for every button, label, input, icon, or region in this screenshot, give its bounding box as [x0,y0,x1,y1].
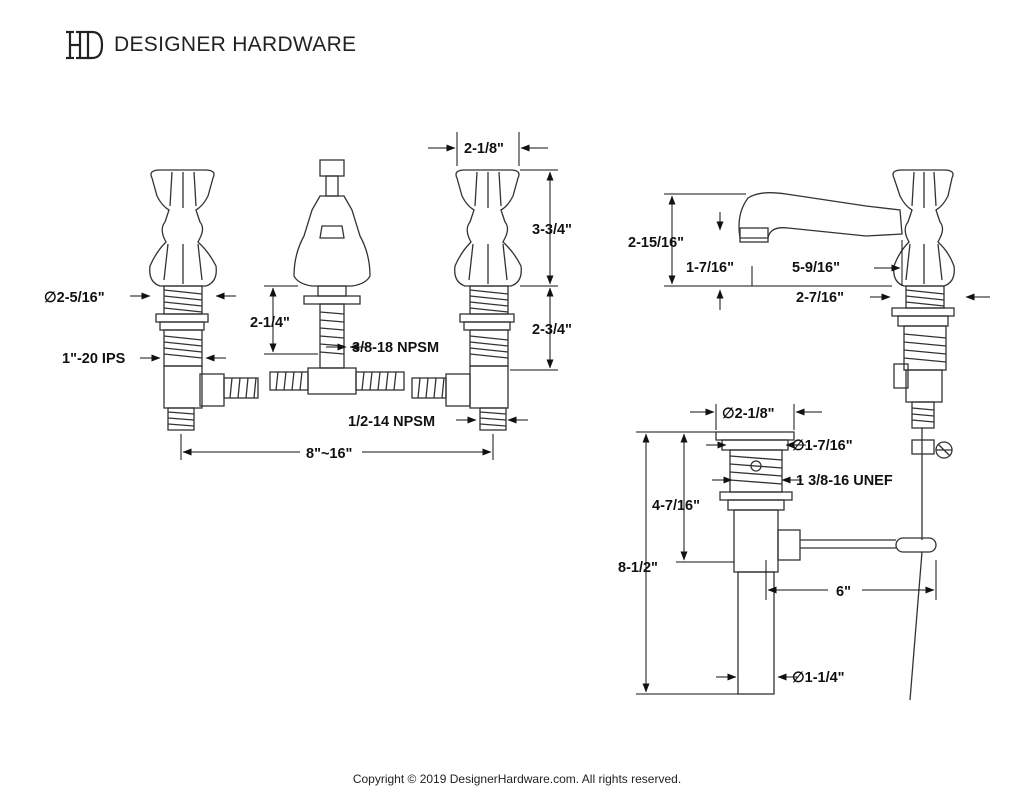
dim-lift-rod-length: 6" [836,584,851,600]
dim-shank-diameter: 2-7/16" [796,290,844,306]
dim-drain-total-height: 8-1/2" [618,560,658,576]
dim-spout-height: 2-15/16" [628,235,684,251]
dim-drain-flange-diameter: ∅2-1/8" [722,406,775,422]
dim-spout-riser-height: 2-1/4" [250,315,290,331]
dim-spout-thread: 3/8-18 NPSM [352,340,439,356]
front-view [149,159,522,431]
dim-drain-upper-height: 4-7/16" [652,498,700,514]
front-dimensions [130,132,558,460]
dim-outlet-thread: 1/2-14 NPSM [348,414,435,430]
dimension-labels: ∅2-5/16" 1"-20 IPS 2-1/4" 3/8-18 NPSM 2-… [44,141,893,686]
dim-drain-thread: 1 3/8-16 UNEF [796,473,893,489]
brand-name: DESIGNER HARDWARE [114,33,357,56]
dim-spout-base-offset: 1-7/16" [686,260,734,276]
left-handle [149,169,259,431]
dim-handle-height: 3-3/4" [532,222,572,238]
dim-spout-reach: 5-9/16" [792,260,840,276]
dim-tailpiece-diameter: ∅1-1/4" [792,670,845,686]
right-handle [411,169,522,431]
dim-handle-diameter: ∅2-5/16" [44,290,105,306]
pop-up-drain [715,431,937,695]
copyright-footer: Copyright © 2019 DesignerHardware.com. A… [352,772,682,786]
side-dimensions [636,193,990,695]
dim-handle-top-width: 2-1/8" [464,141,504,157]
dim-drain-body-diameter: ∅1-7/16" [792,438,853,454]
side-view [715,169,955,701]
dh-monogram-icon [66,30,104,60]
side-spout [738,192,903,243]
lift-rod [909,428,953,701]
center-spout [269,159,405,395]
dim-spread: 8"~16" [306,446,352,462]
dim-supply-thread: 1"-20 IPS [62,351,126,367]
dim-shank-length: 2-3/4" [532,322,572,338]
side-handle [891,169,955,429]
brand-header: DESIGNER HARDWARE [64,28,356,62]
